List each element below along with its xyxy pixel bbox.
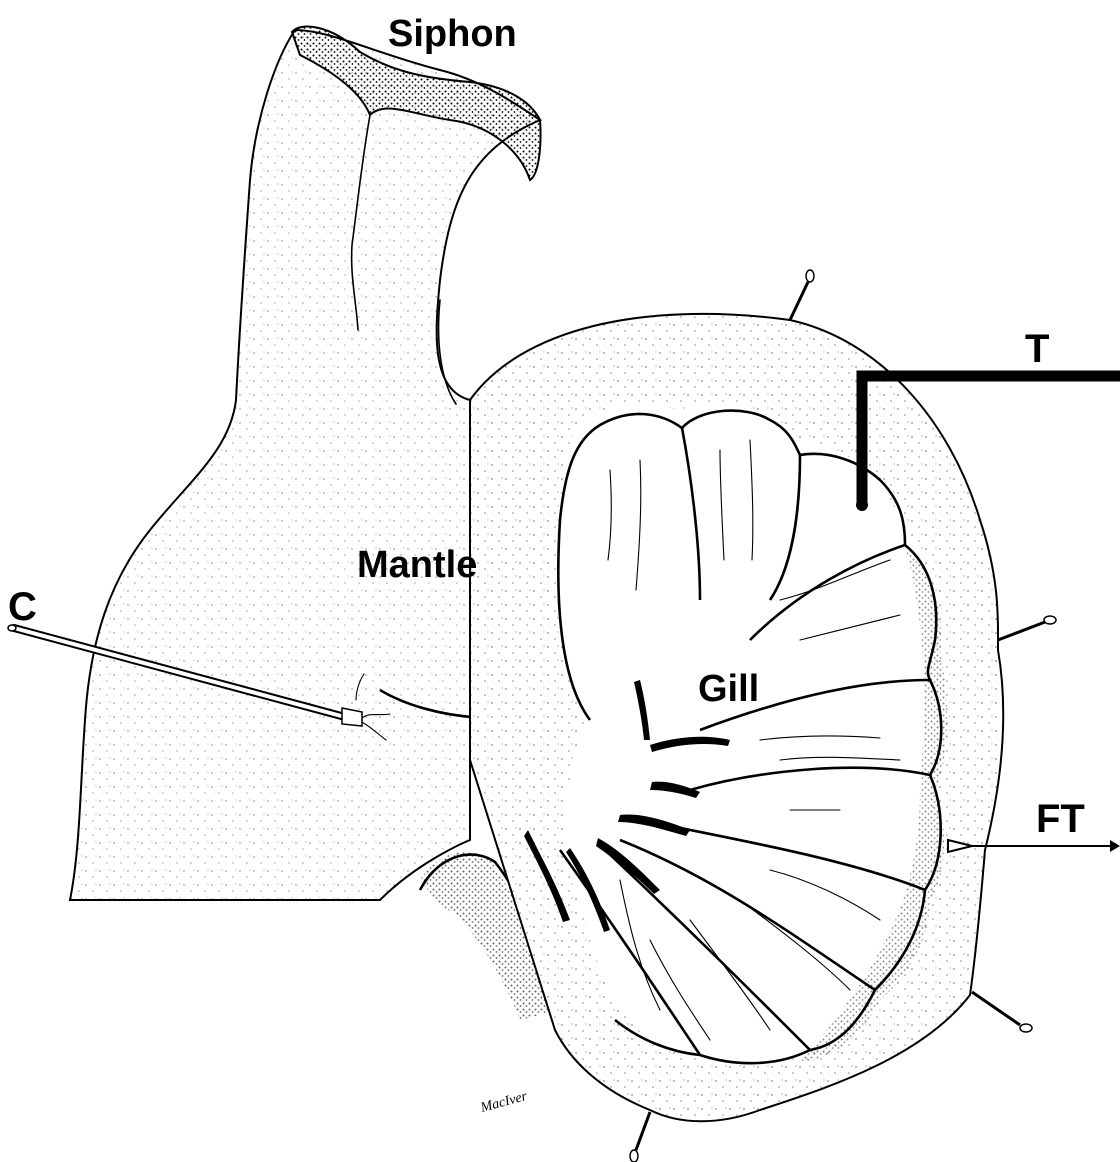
pin-bottom (630, 1112, 650, 1162)
transducer-tip (856, 499, 868, 511)
label-cannula: C (8, 585, 37, 629)
label-force-transducer: FT (1036, 797, 1085, 841)
pin-right-upper (998, 616, 1056, 640)
pin-right-lower (972, 992, 1032, 1032)
label-mantle: Mantle (357, 544, 477, 586)
artist-signature: MacIver (478, 1089, 529, 1116)
label-transducer: T (1025, 327, 1049, 371)
label-siphon: Siphon (388, 13, 517, 55)
label-gill: Gill (698, 668, 759, 710)
pin-top (790, 270, 814, 320)
